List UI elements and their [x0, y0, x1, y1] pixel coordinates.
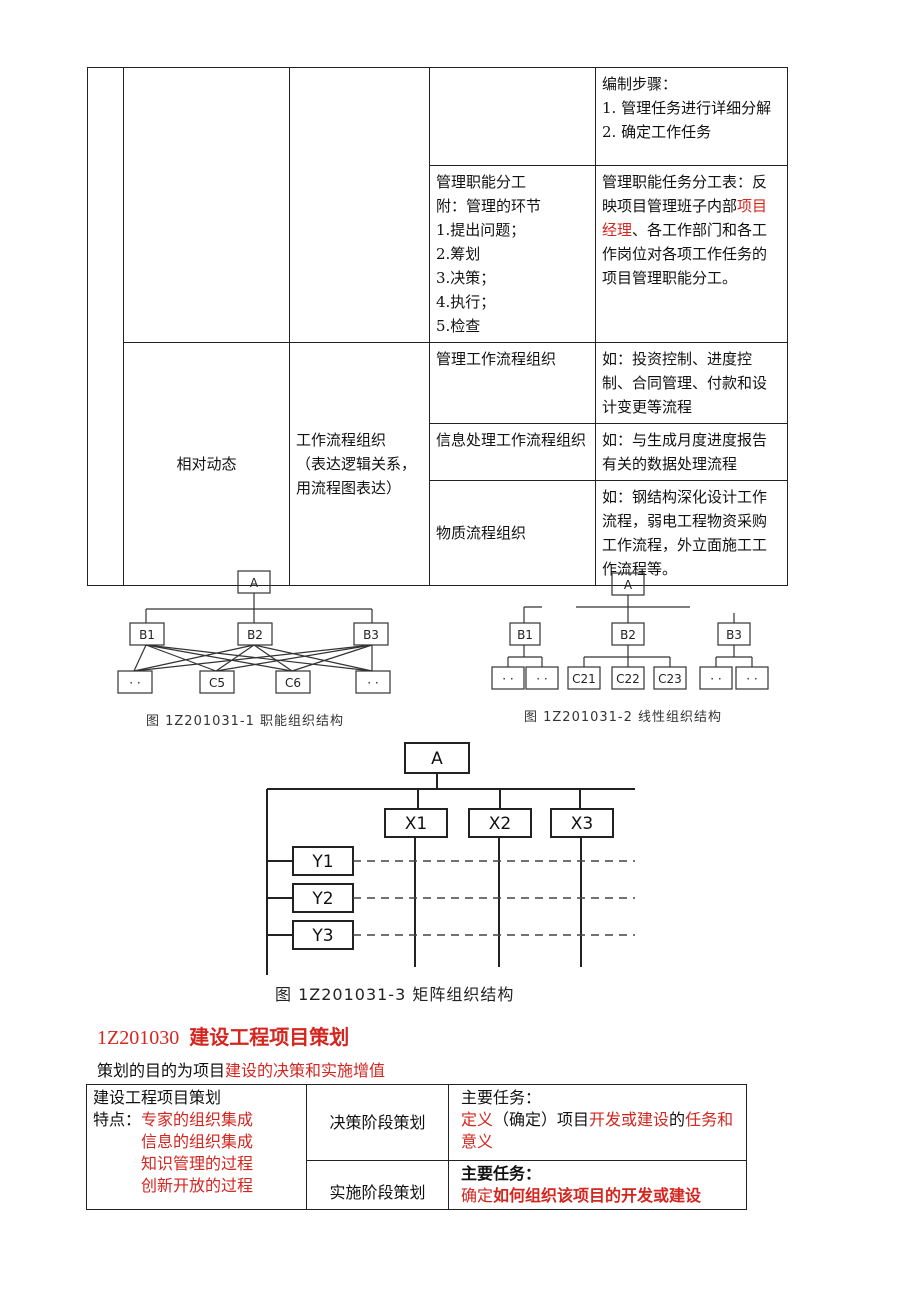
fig3-node-y2: Y2	[311, 889, 333, 909]
cell-planning-features: 建设工程项目策划 特点： 专家的组织集成 信息的组织集成 知识管理的过程 创新开…	[86, 1084, 307, 1210]
org-table: 编制步骤： 1. 管理任务进行详细分解 2. 确定工作任务 管理职能分工 附：管…	[87, 67, 788, 586]
cell-material-workflow-desc: 如：钢结构深化设计工作流程，弱电工程物资采购工作流程，外立面施工工作流程等。	[595, 480, 788, 586]
fig3-node-y1: Y1	[311, 852, 333, 872]
fig3-node-y3: Y3	[311, 926, 333, 946]
fig3-node-x3: X3	[571, 814, 593, 834]
planning-table: 建设工程项目策划 特点： 专家的组织集成 信息的组织集成 知识管理的过程 创新开…	[86, 1084, 747, 1210]
features-label: 特点：	[93, 1110, 142, 1129]
highlight-project-manager: 项目经理	[602, 197, 768, 239]
cell-material-workflow: 物质流程组织	[429, 480, 596, 586]
fig3-node-x2: X2	[489, 814, 511, 834]
feature-3: 知识管理的过程	[141, 1154, 254, 1173]
fig2-node-c21: C21	[572, 672, 596, 686]
mgmt-division-subtitle: 附：管理的环节	[436, 197, 542, 215]
cell-workflow-org: 工作流程组织 （表达逻辑关系，用流程图表达）	[289, 342, 430, 586]
functional-org-diagram: A B1 B2 B3 · · C5 C6 · · 图 1Z201031-1 职能…	[117, 570, 391, 729]
feature-4: 创新开放的过程	[141, 1176, 254, 1195]
section-title: 建设工程项目策划	[189, 1027, 350, 1049]
fig1-node-b3: B3	[363, 628, 379, 642]
fig2-node-c-6: · ·	[710, 672, 721, 686]
intro-line: 策划的目的为项目建设的决策和实施增值	[97, 1061, 386, 1080]
fig2-node-b3: B3	[726, 628, 742, 642]
cell-implementation-task: 主要任务： 确定如何组织该项目的开发或建设	[448, 1160, 747, 1210]
cell-implementation-stage: 实施阶段策划	[306, 1160, 449, 1210]
fig2-caption: 图 1Z201031-2 线性组织结构	[524, 710, 722, 725]
fig1-node-c5: C5	[209, 676, 225, 690]
fig3-node-x1: X1	[405, 814, 427, 834]
steps-item-2: 2. 确定工作任务	[602, 123, 712, 141]
feature-2: 信息的组织集成	[141, 1132, 254, 1151]
steps-item-1: 1. 管理任务进行详细分解	[602, 99, 772, 117]
fig2-node-a: A	[624, 578, 633, 592]
implementation-task-label: 主要任务：	[461, 1164, 542, 1183]
mgmt-step-3: 3.决策；	[436, 269, 496, 287]
feature-1: 专家的组织集成	[141, 1110, 254, 1129]
cell-decision-task: 主要任务： 定义（确定）项目开发或建设的任务和意义	[448, 1084, 747, 1161]
fig3-caption: 图 1Z201031-3 矩阵组织结构	[275, 985, 514, 1004]
cell-mgmt-workflow: 管理工作流程组织	[429, 342, 596, 424]
fig2-node-c23: C23	[658, 672, 682, 686]
mgmt-step-4: 4.执行；	[436, 293, 496, 311]
matrix-org-diagram: A X1 X2 X3 Y1 Y2 Y3 图 1Z201031-3 矩阵组织结构	[266, 742, 635, 1004]
fig2-node-c-2: · ·	[536, 672, 547, 686]
fig2-node-b1: B1	[517, 628, 533, 642]
fig3-node-a: A	[431, 749, 443, 769]
cell-mgmt-division: 管理职能分工 附：管理的环节 1.提出问题； 2.筹划 3.决策； 4.执行； …	[429, 165, 596, 343]
cell-info-workflow-desc: 如：与生成月度进度报告有关的数据处理流程	[595, 423, 788, 481]
cell-steps: 编制步骤： 1. 管理任务进行详细分解 2. 确定工作任务	[595, 67, 788, 166]
decision-task-label: 主要任务：	[461, 1088, 542, 1107]
fig2-node-c-7: · ·	[746, 672, 757, 686]
cell-mgmt-division-desc: 管理职能任务分工表：反映项目管理班子内部项目经理、各工作部门和各工作岗位对各项工…	[595, 165, 788, 343]
intro-highlight: 建设的决策和实施增值	[225, 1061, 386, 1080]
planning-title: 建设工程项目策划	[93, 1088, 222, 1107]
blank-col-3	[289, 67, 430, 343]
cell-mgmt-workflow-desc: 如：投资控制、进度控制、合同管理、付款和设计变更等流程	[595, 342, 788, 424]
linear-org-diagram: A B1 B2 B3 · · · · C21 C22 C23 · · · · 图…	[491, 572, 769, 725]
cell-relative-dynamic: 相对动态	[123, 342, 290, 586]
fig1-node-b2: B2	[247, 628, 263, 642]
mgmt-step-5: 5.检查	[436, 317, 481, 335]
mgmt-step-2: 2.筹划	[436, 245, 481, 263]
workflow-org-title: 工作流程组织	[296, 431, 387, 449]
fig1-node-b1: B1	[139, 628, 155, 642]
fig1-node-c-1: · ·	[129, 676, 140, 690]
mgmt-step-1: 1.提出问题；	[436, 221, 526, 239]
section-heading: 1Z201030 建设工程项目策划	[97, 1021, 349, 1050]
blank-col-4	[429, 67, 596, 166]
cell-info-workflow: 信息处理工作流程组织	[429, 423, 596, 481]
fig1-node-a: A	[250, 576, 259, 590]
blank-col-2	[123, 67, 290, 343]
blank-col-1	[87, 67, 124, 586]
fig1-node-c6: C6	[285, 676, 301, 690]
fig2-node-b2: B2	[620, 628, 636, 642]
cell-decision-stage: 决策阶段策划	[306, 1084, 449, 1161]
fig2-node-c-1: · ·	[502, 672, 513, 686]
steps-title: 编制步骤：	[602, 75, 678, 93]
fig1-caption: 图 1Z201031-1 职能组织结构	[146, 714, 344, 729]
section-code: 1Z201030	[97, 1027, 180, 1049]
mgmt-division-title: 管理职能分工	[436, 173, 527, 191]
fig1-node-c-4: · ·	[367, 676, 378, 690]
workflow-org-desc: （表达逻辑关系，用流程图表达）	[296, 455, 417, 497]
fig2-node-c22: C22	[616, 672, 640, 686]
